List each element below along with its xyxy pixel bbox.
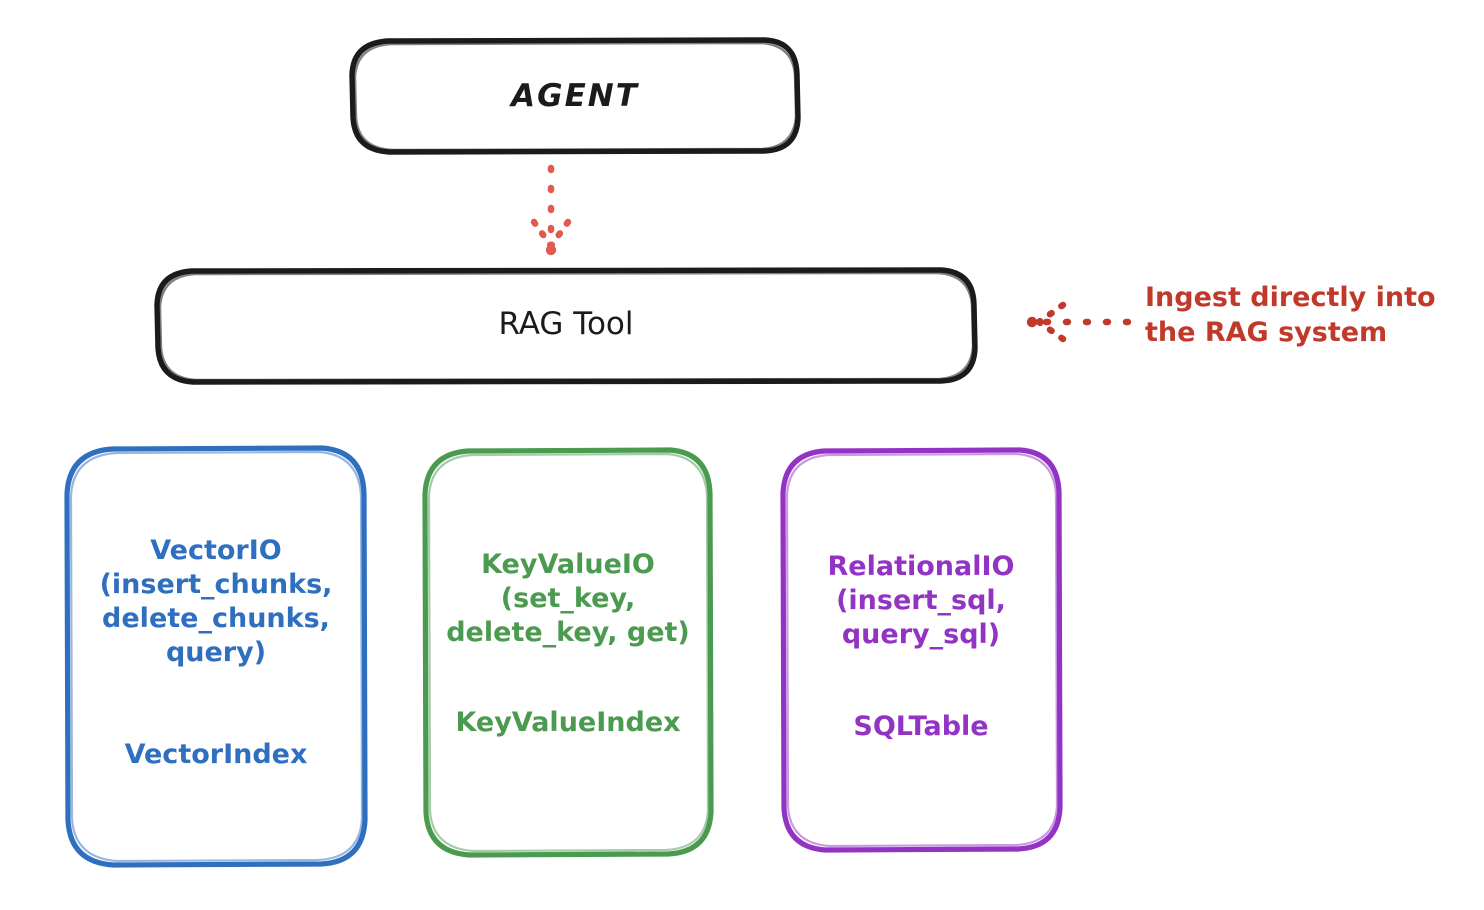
keyvalueio-node[interactable] xyxy=(422,447,714,858)
agent-to-rag-arrow-tip xyxy=(545,244,557,256)
vectorio-box-outline xyxy=(64,445,368,868)
agent-to-rag-arrowhead-right xyxy=(547,218,572,250)
agent-box-sketch-pass xyxy=(353,41,798,152)
relationalio-box-outline xyxy=(780,447,1063,853)
keyvalueio-box-outline xyxy=(422,447,714,858)
rag-tool-node[interactable] xyxy=(154,267,978,385)
vectorio-box-sketch-pass xyxy=(69,450,364,863)
ingest-arrow-tip xyxy=(1026,316,1038,328)
agent-box-outline xyxy=(349,37,801,155)
rag-tool-box-outline xyxy=(154,267,978,385)
agent-node[interactable] xyxy=(349,37,801,155)
agent-to-rag-arrowhead-left xyxy=(530,218,555,250)
rag-tool-box-sketch-pass xyxy=(158,271,975,382)
vectorio-node[interactable] xyxy=(64,445,368,868)
ingest-connector xyxy=(1026,301,1132,343)
ingest-annotation-text: Ingest directly into the RAG system xyxy=(1145,282,1436,348)
ingest-arrowhead-bottom xyxy=(1035,318,1067,343)
keyvalueio-box-sketch-pass xyxy=(427,452,710,853)
relationalio-node[interactable] xyxy=(780,447,1063,853)
agent-to-rag-connector xyxy=(530,164,572,256)
relationalio-box-sketch-pass xyxy=(785,452,1059,848)
ingest-arrowhead-top xyxy=(1035,301,1067,326)
